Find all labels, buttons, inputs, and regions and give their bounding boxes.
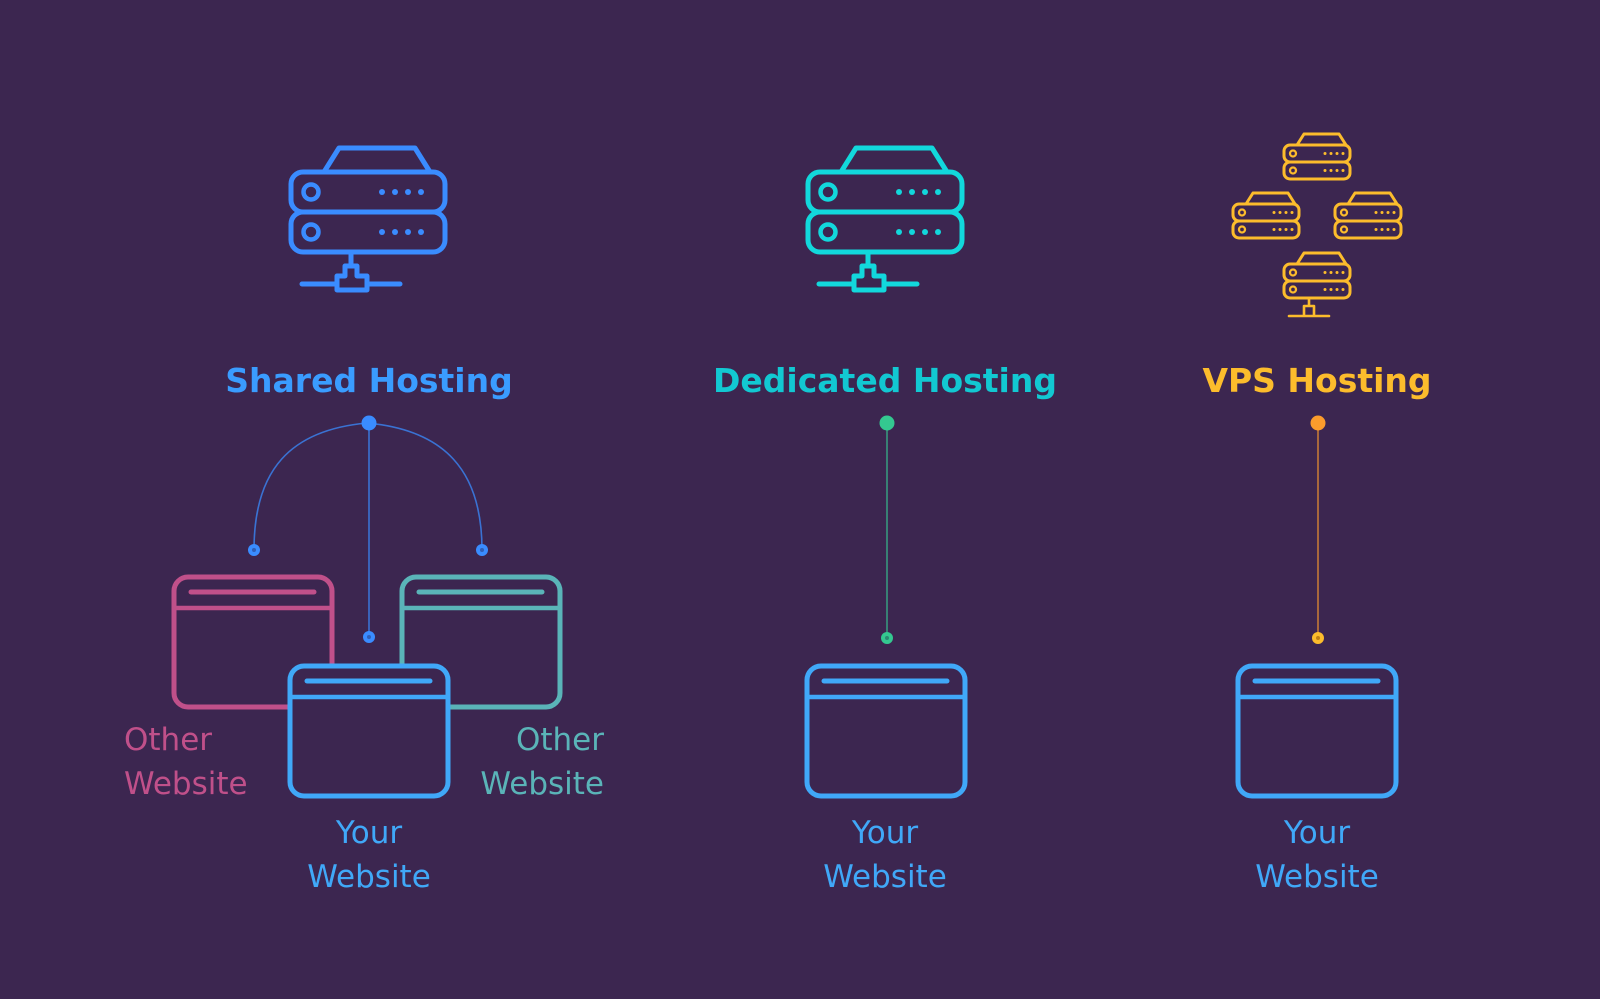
shared-connector-lines [253,422,483,636]
shared-source-dot [361,415,377,431]
your-website-shared-line2: Website [307,859,431,895]
your-website-dedicated-label: Your Website [785,811,985,899]
dedicated-hosting-title: Dedicated Hosting [713,361,1057,400]
your-website-vps-line1: Your [1283,815,1351,851]
vps-source-dot [1310,415,1326,431]
your-website-shared-line1: Your [335,815,403,851]
shared-hosting-title: Shared Hosting [225,361,513,400]
your-website-shared-window [290,666,448,796]
other-website-left-label: Other Website [124,718,324,806]
your-website-vps-line2: Website [1255,859,1379,895]
dedicated-end-dot [881,632,893,644]
your-website-dedicated-line1: Your [851,815,919,851]
your-website-dedicated-window [807,666,965,796]
other-website-left-line1: Other [124,722,213,758]
other-website-left-line2: Website [124,766,248,802]
your-website-vps-window [1238,666,1396,796]
dedicated-source-dot [879,415,895,431]
other-website-right-line1: Other [515,722,604,758]
your-website-dedicated-line2: Website [823,859,947,895]
vps-server-cluster-icon [1231,132,1403,318]
dedicated-server-icon [808,148,962,290]
shared-server-icon [291,148,445,290]
vps-end-dot [1312,632,1324,644]
other-website-right-line2: Website [480,766,604,802]
shared-end-dots [248,544,488,643]
your-website-shared-label: Your Website [269,811,469,899]
your-website-vps-label: Your Website [1217,811,1417,899]
other-website-right-label: Other Website [404,718,604,806]
vps-hosting-title: VPS Hosting [1202,361,1432,400]
